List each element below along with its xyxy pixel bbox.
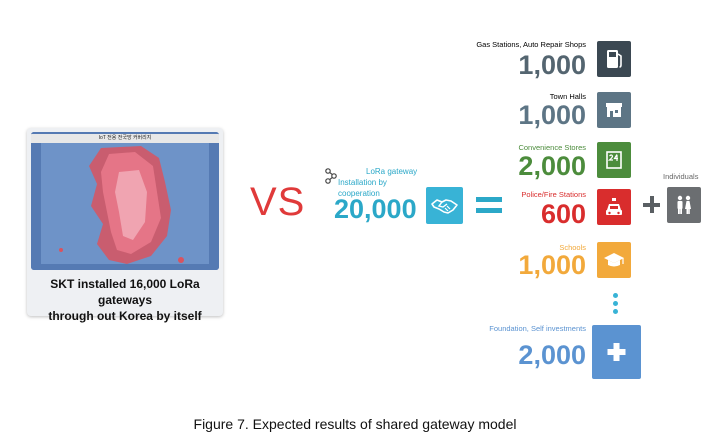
row-label-convenience-stores: Convenience Stores [518,143,586,152]
building-icon [606,103,622,117]
photo-title: IoT 전용 전국망 커버리지 [31,134,219,143]
handshake-icon-box [426,187,463,224]
equals-bar-top [476,197,502,202]
equals-bar-bottom [476,208,502,213]
handshake-icon [431,199,458,214]
share-nodes-icon [325,168,337,184]
convenience-store-box [597,142,631,178]
photo-card: IoT 전용 전국망 커버리지 SKT installed 16,000 LoR… [27,128,223,323]
plus-icon [607,343,626,361]
continuation-dots [613,293,618,317]
korea-coverage-map-photo: IoT 전용 전국망 커버리지 [31,132,219,270]
row-label-police-fire: Police/Fire Stations [521,190,586,199]
individuals-label: Individuals [663,172,699,181]
individuals-box [667,187,701,223]
dot [613,293,618,298]
row-value-schools: 1,000 [518,250,586,280]
lora-label: LoRa gateway Installation by cooperation [338,166,418,199]
row-label-town-halls: Town Halls [549,92,586,101]
fuel-pump-icon [607,50,622,68]
lora-label-line2: Installation by cooperation [338,178,387,198]
photo-caption: SKT installed 16,000 LoRa gateways throu… [27,276,223,324]
foundation-box [592,325,641,379]
row-value-police-fire: 600 [540,199,586,229]
store-24-icon [606,151,622,169]
korea-map-image [31,132,219,270]
row-value-gas-stations: 1,000 [518,50,586,80]
graduation-cap-icon [604,253,624,267]
lora-label-line1: LoRa gateway [366,167,418,176]
town-hall-box [597,92,631,128]
dot [613,301,618,306]
row-label-schools: Schools [559,243,586,252]
foundation-value: 2,000 [518,340,586,370]
row-value-town-halls: 1,000 [518,100,586,130]
vs-text: VS [250,180,306,224]
photo-caption-line2: through out Korea by itself [48,309,202,323]
police-fire-box [597,189,631,225]
row-value-convenience-stores: 2,000 [518,151,586,181]
photo-caption-line1: SKT installed 16,000 LoRa gateways [50,277,200,307]
police-car-icon [606,198,622,215]
foundation-label: Foundation, Self investments [489,324,586,333]
plus-vertical [649,196,654,213]
dot [613,309,618,314]
people-icon [677,195,691,214]
figure-caption: Figure 7. Expected results of shared gat… [193,416,517,432]
row-label-gas-stations: Gas Stations, Auto Repair Shops [476,40,586,49]
gas-station-box [597,41,631,77]
school-box [597,242,631,278]
lora-value: 20,000 [334,194,417,224]
